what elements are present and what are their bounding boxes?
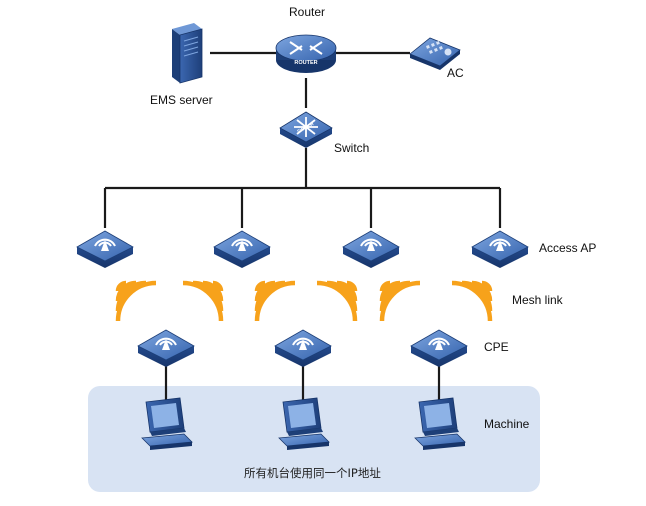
- cpe-3: [410, 329, 468, 368]
- mesh-link-signals: [115, 280, 493, 322]
- server-icon: [172, 23, 203, 84]
- wifi-signal-arcs-icon: [254, 280, 296, 322]
- switch-label: Switch: [334, 141, 369, 155]
- access-ap-3: [342, 230, 400, 269]
- mesh-link-label: Mesh link: [512, 293, 564, 307]
- wifi-signal-arcs-icon: [316, 280, 358, 322]
- shared-ip-note: 所有机台使用同一个IP地址: [244, 466, 381, 480]
- wifi-signal-arcs-icon: [182, 280, 224, 322]
- cpe-label: CPE: [484, 340, 509, 354]
- ac-label: AC: [447, 66, 464, 80]
- switch-icon: SWITCH: [279, 111, 333, 148]
- ac-controller-icon: [409, 37, 461, 70]
- wifi-signal-arcs-icon: [115, 280, 157, 322]
- router-badge-text: ROUTER: [294, 60, 317, 66]
- access-ap-2: [213, 230, 271, 269]
- access-ap-label: Access AP: [539, 241, 596, 255]
- router-label: Router: [289, 5, 325, 19]
- ems-server-label: EMS server: [150, 93, 213, 107]
- access-ap-1: [76, 230, 134, 269]
- router-icon: ROUTER: [275, 34, 337, 73]
- cpe-1: [137, 329, 195, 368]
- wifi-signal-arcs-icon: [379, 280, 421, 322]
- cpe-2: [274, 329, 332, 368]
- wifi-signal-arcs-icon: [451, 280, 493, 322]
- machine-label: Machine: [484, 417, 530, 431]
- access-ap-4: [471, 230, 529, 269]
